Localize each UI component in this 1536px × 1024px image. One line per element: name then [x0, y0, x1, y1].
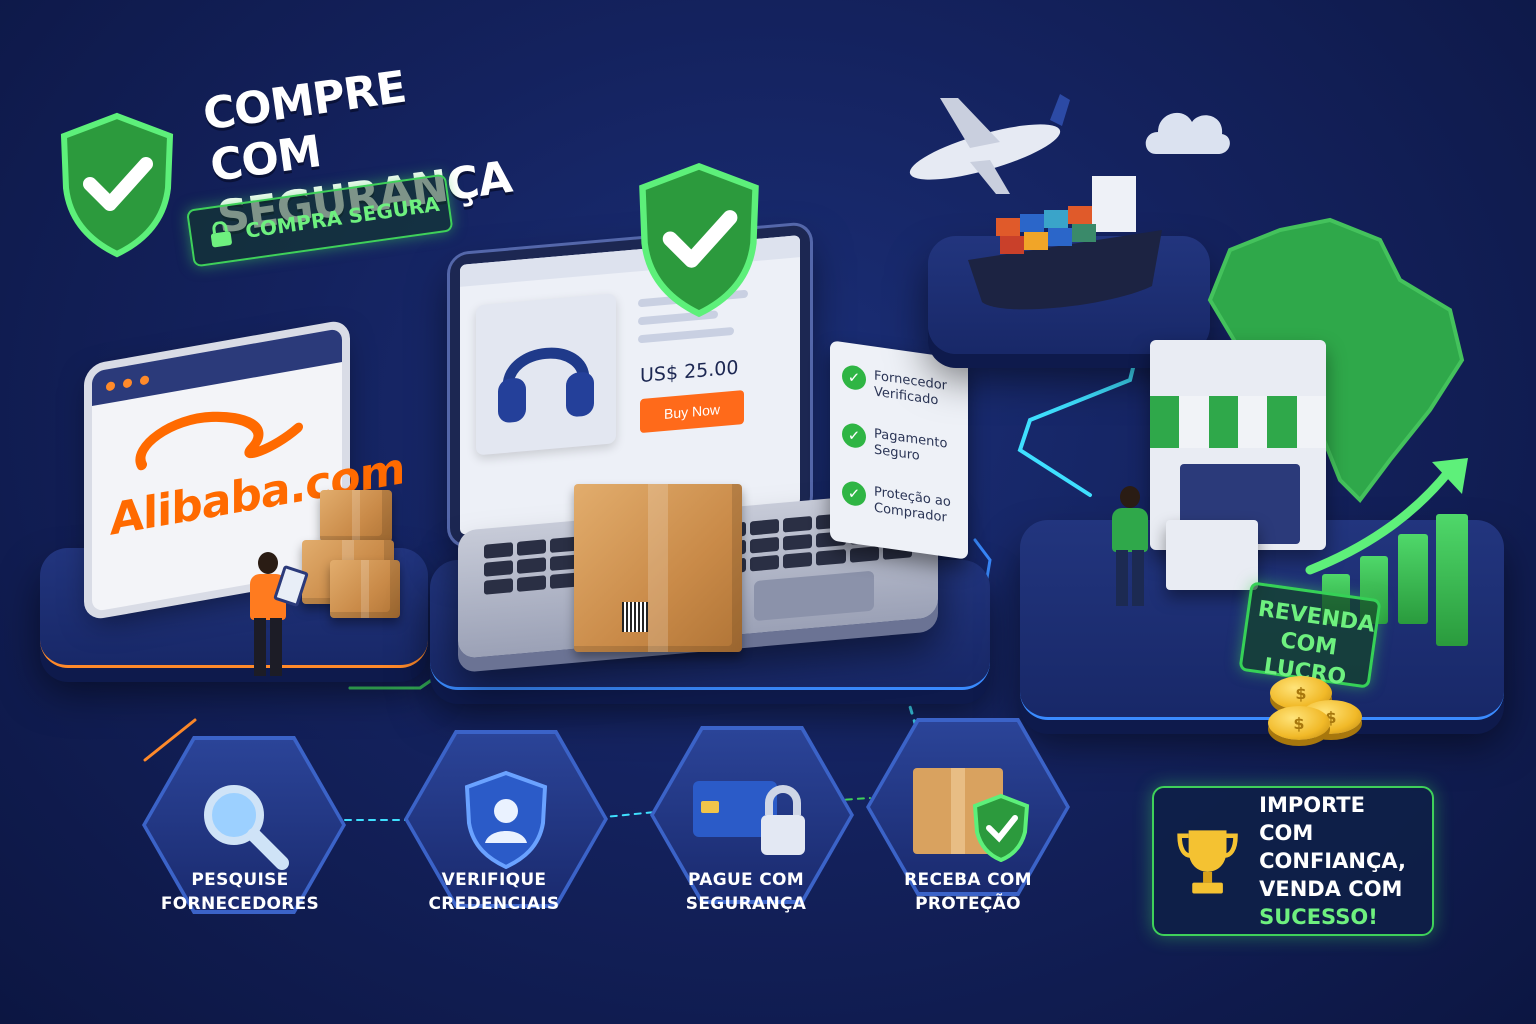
box-shield-icon — [913, 768, 1030, 862]
coin-icon: $ — [1268, 706, 1330, 740]
headphones-icon — [498, 347, 594, 423]
secure-purchase-badge: COMPRA SEGURA — [186, 173, 454, 268]
shield-check-icon — [60, 112, 174, 258]
product-image-card — [476, 293, 616, 456]
shipping-box — [574, 484, 742, 652]
trophy-icon — [1177, 830, 1238, 894]
resell-profit-badge: REVENDA COM LUCRO — [1238, 581, 1382, 690]
card-lock-icon — [693, 781, 805, 855]
buy-now-button[interactable]: Buy Now — [640, 390, 744, 434]
shield-check-icon — [639, 162, 759, 318]
trend-arrow-icon — [1305, 458, 1468, 575]
final-message-card: IMPORTE COM CONFIANÇA, VENDA COM SUCESSO… — [1152, 786, 1434, 936]
window-dot — [140, 374, 149, 386]
magnifier-icon — [204, 785, 289, 870]
seller-figure — [1108, 486, 1158, 610]
step-tile — [404, 730, 608, 908]
check-icon: ✓ — [842, 421, 866, 450]
cloud-icon — [1145, 112, 1230, 154]
shield-user-icon — [464, 770, 548, 869]
laptop-screen: US$ 25.00 Buy Now — [450, 224, 810, 546]
store-awning — [1150, 396, 1326, 448]
lock-icon — [210, 221, 232, 248]
step-tile — [142, 736, 346, 914]
check-icon: ✓ — [842, 363, 866, 392]
cardboard-box — [320, 490, 392, 542]
store-building — [1150, 340, 1326, 550]
product-page: US$ 25.00 Buy Now — [460, 235, 800, 535]
step-tile — [866, 718, 1070, 896]
growth-bar — [1436, 514, 1468, 646]
airplane-icon — [909, 94, 1070, 194]
pos-counter — [1166, 520, 1258, 590]
cargo-ship-icon — [968, 176, 1162, 310]
product-price: US$ 25.00 — [640, 356, 739, 388]
alibaba-window: Alibaba.com — [92, 327, 404, 613]
check-icon: ✓ — [842, 479, 866, 508]
step-tile — [650, 726, 854, 904]
secure-badge-label: COMPRA SEGURA — [243, 191, 441, 243]
cardboard-box — [330, 560, 400, 618]
window-dot — [123, 377, 132, 389]
final-message: IMPORTE COM CONFIANÇA, VENDA COM SUCESSO… — [1259, 793, 1406, 929]
window-dot — [106, 380, 115, 392]
buyer-figure — [244, 552, 309, 682]
alibaba-logo-icon — [135, 411, 303, 471]
growth-bar — [1398, 534, 1428, 624]
